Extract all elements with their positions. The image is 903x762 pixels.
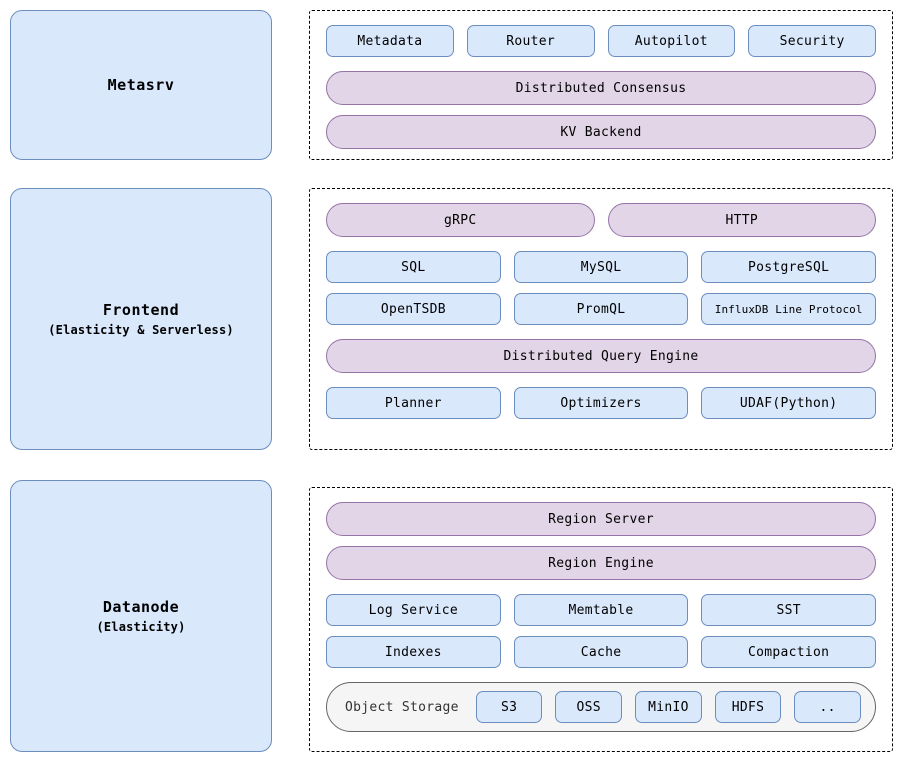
group-frontend: gRPC HTTP SQL MySQL PostgreSQL OpenTSDB …: [309, 188, 893, 450]
node-postgresql[interactable]: PostgreSQL: [701, 251, 877, 283]
component-subtitle-frontend: (Elasticity & Serverless): [48, 323, 234, 337]
object-storage-pill: Object Storage S3 OSS MinIO HDFS ..: [326, 682, 876, 732]
node-region-server[interactable]: Region Server: [326, 502, 876, 536]
node-region-engine[interactable]: Region Engine: [326, 546, 876, 580]
frontend-protocols-row: gRPC HTTP: [326, 203, 876, 237]
group-datanode: Region Server Region Engine Log Service …: [309, 487, 893, 752]
frontend-interfaces-row-2: OpenTSDB PromQL InfluxDB Line Protocol: [326, 293, 877, 325]
node-opentsdb[interactable]: OpenTSDB: [326, 293, 501, 325]
node-indexes[interactable]: Indexes: [326, 636, 501, 668]
datanode-storage-row-1: Log Service Memtable SST: [326, 594, 877, 626]
component-subtitle-datanode: (Elasticity): [96, 620, 186, 634]
datanode-storage-row-2: Indexes Cache Compaction: [326, 636, 877, 668]
node-sst[interactable]: SST: [701, 594, 877, 626]
node-influxdb-line-protocol[interactable]: InfluxDB Line Protocol: [701, 293, 877, 325]
component-card-datanode[interactable]: Datanode (Elasticity): [10, 480, 272, 752]
frontend-engine-parts-row: Planner Optimizers UDAF(Python): [326, 387, 877, 419]
node-planner[interactable]: Planner: [326, 387, 501, 419]
node-optimizers[interactable]: Optimizers: [513, 387, 689, 419]
component-title-frontend: Frontend: [102, 301, 180, 319]
node-kv-backend[interactable]: KV Backend: [326, 115, 876, 149]
node-metadata[interactable]: Metadata: [326, 25, 454, 57]
component-card-metasrv[interactable]: Metasrv: [10, 10, 272, 160]
node-compaction[interactable]: Compaction: [701, 636, 877, 668]
node-oss[interactable]: OSS: [555, 691, 623, 723]
node-autopilot[interactable]: Autopilot: [607, 25, 736, 57]
datanode-region-engine-row: Region Engine: [326, 546, 876, 580]
node-http[interactable]: HTTP: [607, 203, 876, 237]
node-memtable[interactable]: Memtable: [513, 594, 689, 626]
node-distributed-query-engine[interactable]: Distributed Query Engine: [326, 339, 876, 373]
node-promql[interactable]: PromQL: [513, 293, 689, 325]
node-s3[interactable]: S3: [475, 691, 543, 723]
node-udaf-python[interactable]: UDAF(Python): [701, 387, 877, 419]
node-cache[interactable]: Cache: [513, 636, 689, 668]
node-minio[interactable]: MinIO: [635, 691, 702, 723]
metasrv-kv-row: KV Backend: [326, 115, 876, 149]
node-distributed-consensus[interactable]: Distributed Consensus: [326, 71, 876, 105]
frontend-query-engine-row: Distributed Query Engine: [326, 339, 876, 373]
node-log-service[interactable]: Log Service: [326, 594, 501, 626]
component-title-datanode: Datanode: [102, 598, 180, 616]
node-grpc[interactable]: gRPC: [326, 203, 595, 237]
frontend-interfaces-row-1: SQL MySQL PostgreSQL: [326, 251, 877, 283]
datanode-region-server-row: Region Server: [326, 502, 876, 536]
component-title-metasrv: Metasrv: [107, 76, 175, 94]
node-sql[interactable]: SQL: [326, 251, 501, 283]
node-router[interactable]: Router: [466, 25, 595, 57]
metasrv-services-row: Metadata Router Autopilot Security: [326, 25, 876, 57]
group-metasrv: Metadata Router Autopilot Security Distr…: [309, 10, 893, 160]
metasrv-consensus-row: Distributed Consensus: [326, 71, 876, 105]
object-storage-label: Object Storage: [345, 699, 459, 715]
node-security[interactable]: Security: [748, 25, 876, 57]
node-mysql[interactable]: MySQL: [513, 251, 689, 283]
component-card-frontend[interactable]: Frontend (Elasticity & Serverless): [10, 188, 272, 450]
node-hdfs[interactable]: HDFS: [714, 691, 782, 723]
node-more-backends[interactable]: ..: [794, 691, 861, 723]
